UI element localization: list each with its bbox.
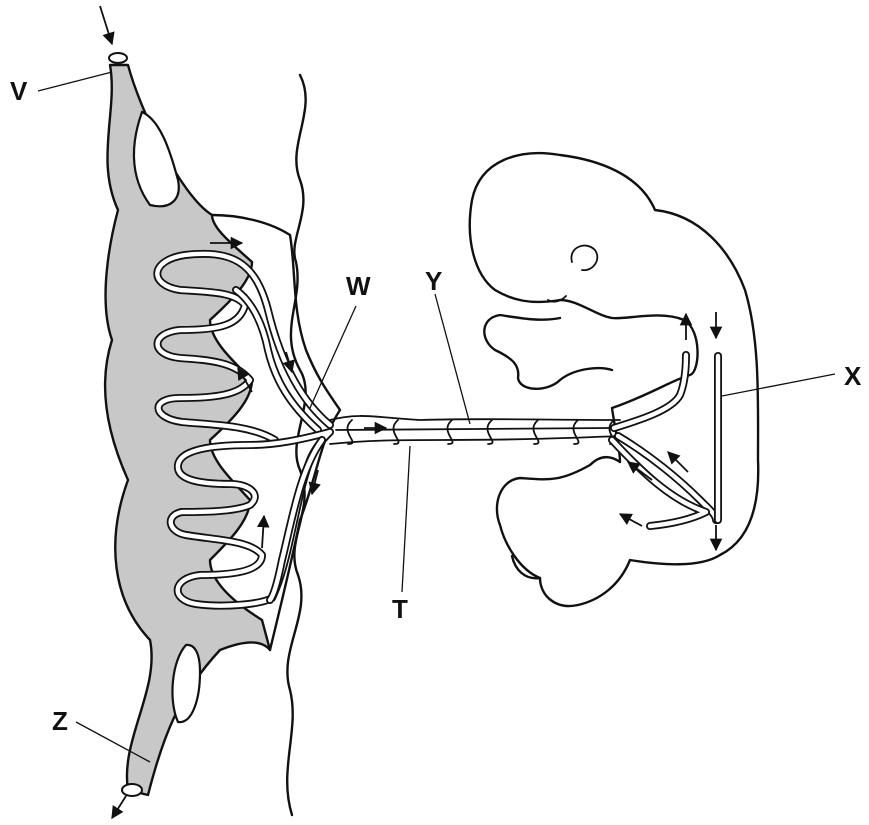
label-Z: Z — [52, 706, 68, 736]
fetus-ear — [571, 246, 597, 271]
arrow-outflow-bottom — [112, 796, 126, 818]
vessel-end-bottom — [122, 784, 142, 796]
leader-T — [402, 446, 410, 592]
vessel-end-top — [109, 53, 127, 63]
arrow-villus-5 — [262, 516, 264, 548]
label-T: T — [392, 594, 408, 624]
arrow-inflow-top — [100, 6, 112, 44]
fetal-vessels — [612, 355, 718, 526]
arrow-fetal-4 — [620, 514, 642, 526]
leader-W — [310, 306, 356, 408]
label-X: X — [844, 361, 862, 391]
label-Y: Y — [425, 266, 442, 296]
label-W: W — [346, 271, 371, 301]
leader-Y — [435, 294, 470, 424]
leader-X — [722, 374, 835, 396]
label-V: V — [10, 76, 28, 106]
leader-V — [38, 72, 112, 91]
fetus-arm — [484, 315, 612, 389]
umbilical-cord — [330, 416, 620, 444]
